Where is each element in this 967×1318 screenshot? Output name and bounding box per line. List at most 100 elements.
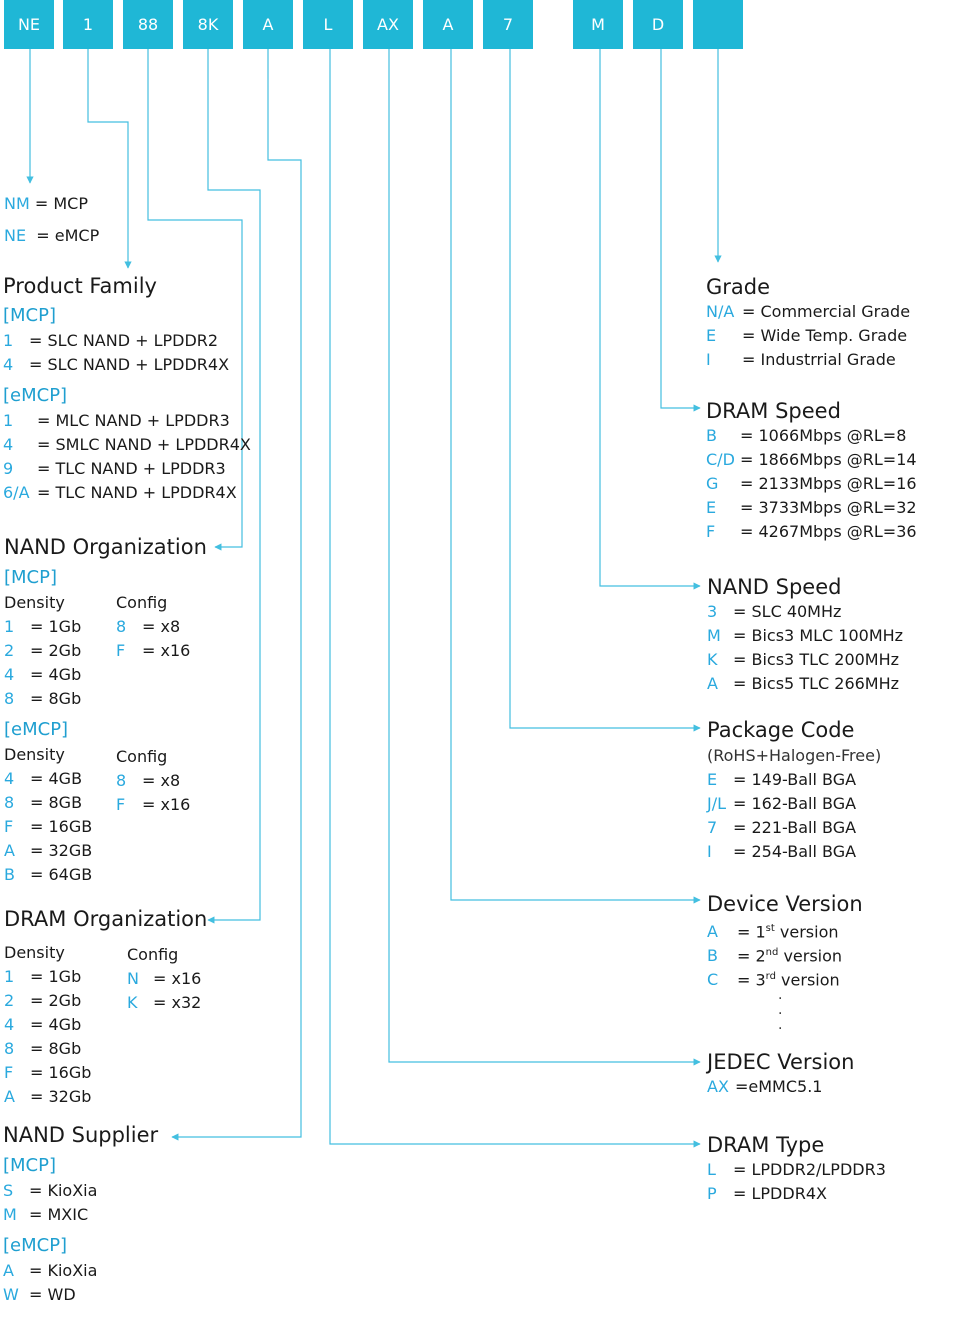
product-family-emcp-label: [eMCP] [3, 385, 68, 406]
list-item: 6/A= TLC NAND + LPDDR4X [3, 483, 237, 502]
list-item: 8= 8Gb [4, 1039, 82, 1058]
list-item: 9= TLC NAND + LPDDR3 [3, 459, 226, 478]
list-item: K= x32 [127, 993, 202, 1012]
list-item: 1= 1Gb [4, 967, 82, 986]
code-box-7: AX [363, 0, 413, 49]
label: eMCP [54, 226, 100, 245]
code-box-3: 88 [123, 0, 173, 49]
ellipsis-dot: . [778, 1002, 783, 1018]
label: MCP [53, 194, 88, 213]
list-item: C= 3rd version [707, 970, 840, 990]
code-box-12 [693, 0, 743, 49]
list-item: E= 149-Ball BGA [707, 770, 857, 789]
list-item: 3= SLC 40MHz [707, 602, 842, 621]
list-item: J/L= 162-Ball BGA [707, 794, 857, 813]
grade-title: Grade [706, 275, 771, 299]
nand-org-emcp-config-label: Config [116, 747, 168, 766]
list-item: 8= 8Gb [4, 689, 82, 708]
dram-org-title: DRAM Organization [4, 907, 208, 931]
equals: = [36, 226, 50, 245]
wire-device-version [450, 49, 701, 904]
list-item: E= Wide Temp. Grade [706, 326, 908, 345]
nand-org-emcp-density-label: Density [4, 745, 65, 764]
wire-nand-org [147, 49, 243, 551]
list-item: S= KioXia [3, 1181, 98, 1200]
list-item: 4= SMLC NAND + LPDDR4X [3, 435, 251, 454]
list-item: B= 2nd version [707, 946, 843, 966]
list-item: E= 3733Mbps @RL=32 [706, 498, 917, 517]
list-item: 7= 221-Ball BGA [707, 818, 857, 837]
code: NM [4, 194, 30, 213]
list-item: F= x16 [116, 795, 191, 814]
list-item: F= 16Gb [4, 1063, 92, 1082]
list-item: A= Bics5 TLC 266MHz [707, 674, 900, 693]
code-box-1: NE [4, 0, 54, 49]
list-item: W= WD [3, 1285, 76, 1304]
list-item: A= KioXia [3, 1261, 98, 1280]
list-item: 8= x8 [116, 771, 181, 790]
jedec-version-title: JEDEC Version [707, 1050, 855, 1074]
nand-speed-title: NAND Speed [707, 575, 842, 599]
list-item: N/A= Commercial Grade [706, 302, 911, 321]
nand-org-emcp-label: [eMCP] [4, 719, 69, 740]
nand-org-title: NAND Organization [4, 535, 207, 559]
nand-supplier-title: NAND Supplier [3, 1123, 159, 1147]
list-item: I= Industrrial Grade [706, 350, 896, 369]
code-box-2: 1 [63, 0, 113, 49]
product-family-mcp-label: [MCP] [3, 305, 56, 326]
nand-org-mcp-label: [MCP] [4, 567, 57, 588]
code-box-5: A [243, 0, 293, 49]
list-item: F= 16GB [4, 817, 93, 836]
list-item: 8= 8GB [4, 793, 83, 812]
code-box-6: L [303, 0, 353, 49]
list-item: 4= 4Gb [4, 665, 82, 684]
code: NE [4, 226, 27, 245]
ellipsis-dot: . [778, 1017, 783, 1033]
nand-org-mcp-density-label: Density [4, 593, 65, 612]
list-item: A= 1st version [707, 922, 839, 942]
dram-type-title: DRAM Type [707, 1133, 825, 1157]
list-item: A= 32GB [4, 841, 93, 860]
wire-dram-org [207, 49, 261, 924]
dram-org-config-label: Config [127, 945, 179, 964]
package-code-title: Package Code [707, 718, 855, 742]
wire-jedec [388, 49, 701, 1066]
list-item: A= 32Gb [4, 1087, 92, 1106]
product-family-title: Product Family [3, 274, 157, 298]
list-item: 4= 4GB [4, 769, 83, 788]
code-box-4: 8K [183, 0, 233, 49]
list-item: C/D= 1866Mbps @RL=14 [706, 450, 917, 469]
wire-nand-supplier [171, 49, 302, 1141]
ellipsis-dot: . [778, 987, 783, 1003]
wire-package-code [509, 49, 701, 732]
list-item: I= 254-Ball BGA [707, 842, 857, 861]
list-item: 8= x8 [116, 617, 181, 636]
device-version-title: Device Version [707, 892, 863, 916]
nand-supplier-mcp-label: [MCP] [3, 1155, 56, 1176]
list-item: 2= 2Gb [4, 641, 82, 660]
list-item: 4= 4Gb [4, 1015, 82, 1034]
package-code-subtitle: (RoHS+Halogen-Free) [707, 746, 882, 765]
dram-speed-title: DRAM Speed [706, 399, 841, 423]
code-box-10: M [573, 0, 623, 49]
list-item: 1= MLC NAND + LPDDR3 [3, 411, 230, 430]
list-item: L= LPDDR2/LPDDR3 [707, 1160, 886, 1179]
list-item: 1= 1Gb [4, 617, 82, 636]
wire-product-family [87, 49, 132, 269]
wire-nand-speed [599, 49, 701, 590]
list-item: AX=eMMC5.1 [707, 1077, 823, 1096]
list-item: 1= SLC NAND + LPDDR2 [3, 331, 219, 350]
list-item: F= x16 [116, 641, 191, 660]
list-item: F= 4267Mbps @RL=36 [706, 522, 917, 541]
wire-dram-type [329, 49, 701, 1148]
list-item: B= 1066Mbps @RL=8 [706, 426, 907, 445]
equals: = [34, 194, 49, 213]
list-item: K= Bics3 TLC 200MHz [707, 650, 900, 669]
nand-supplier-emcp-label: [eMCP] [3, 1235, 68, 1256]
list-item: M= Bics3 MLC 100MHz [707, 626, 904, 645]
list-item: 4= SLC NAND + LPDDR4X [3, 355, 230, 374]
code-box-9: 7 [483, 0, 533, 49]
list-item: M= MXIC [3, 1205, 89, 1224]
list-item: P= LPDDR4X [707, 1184, 827, 1203]
